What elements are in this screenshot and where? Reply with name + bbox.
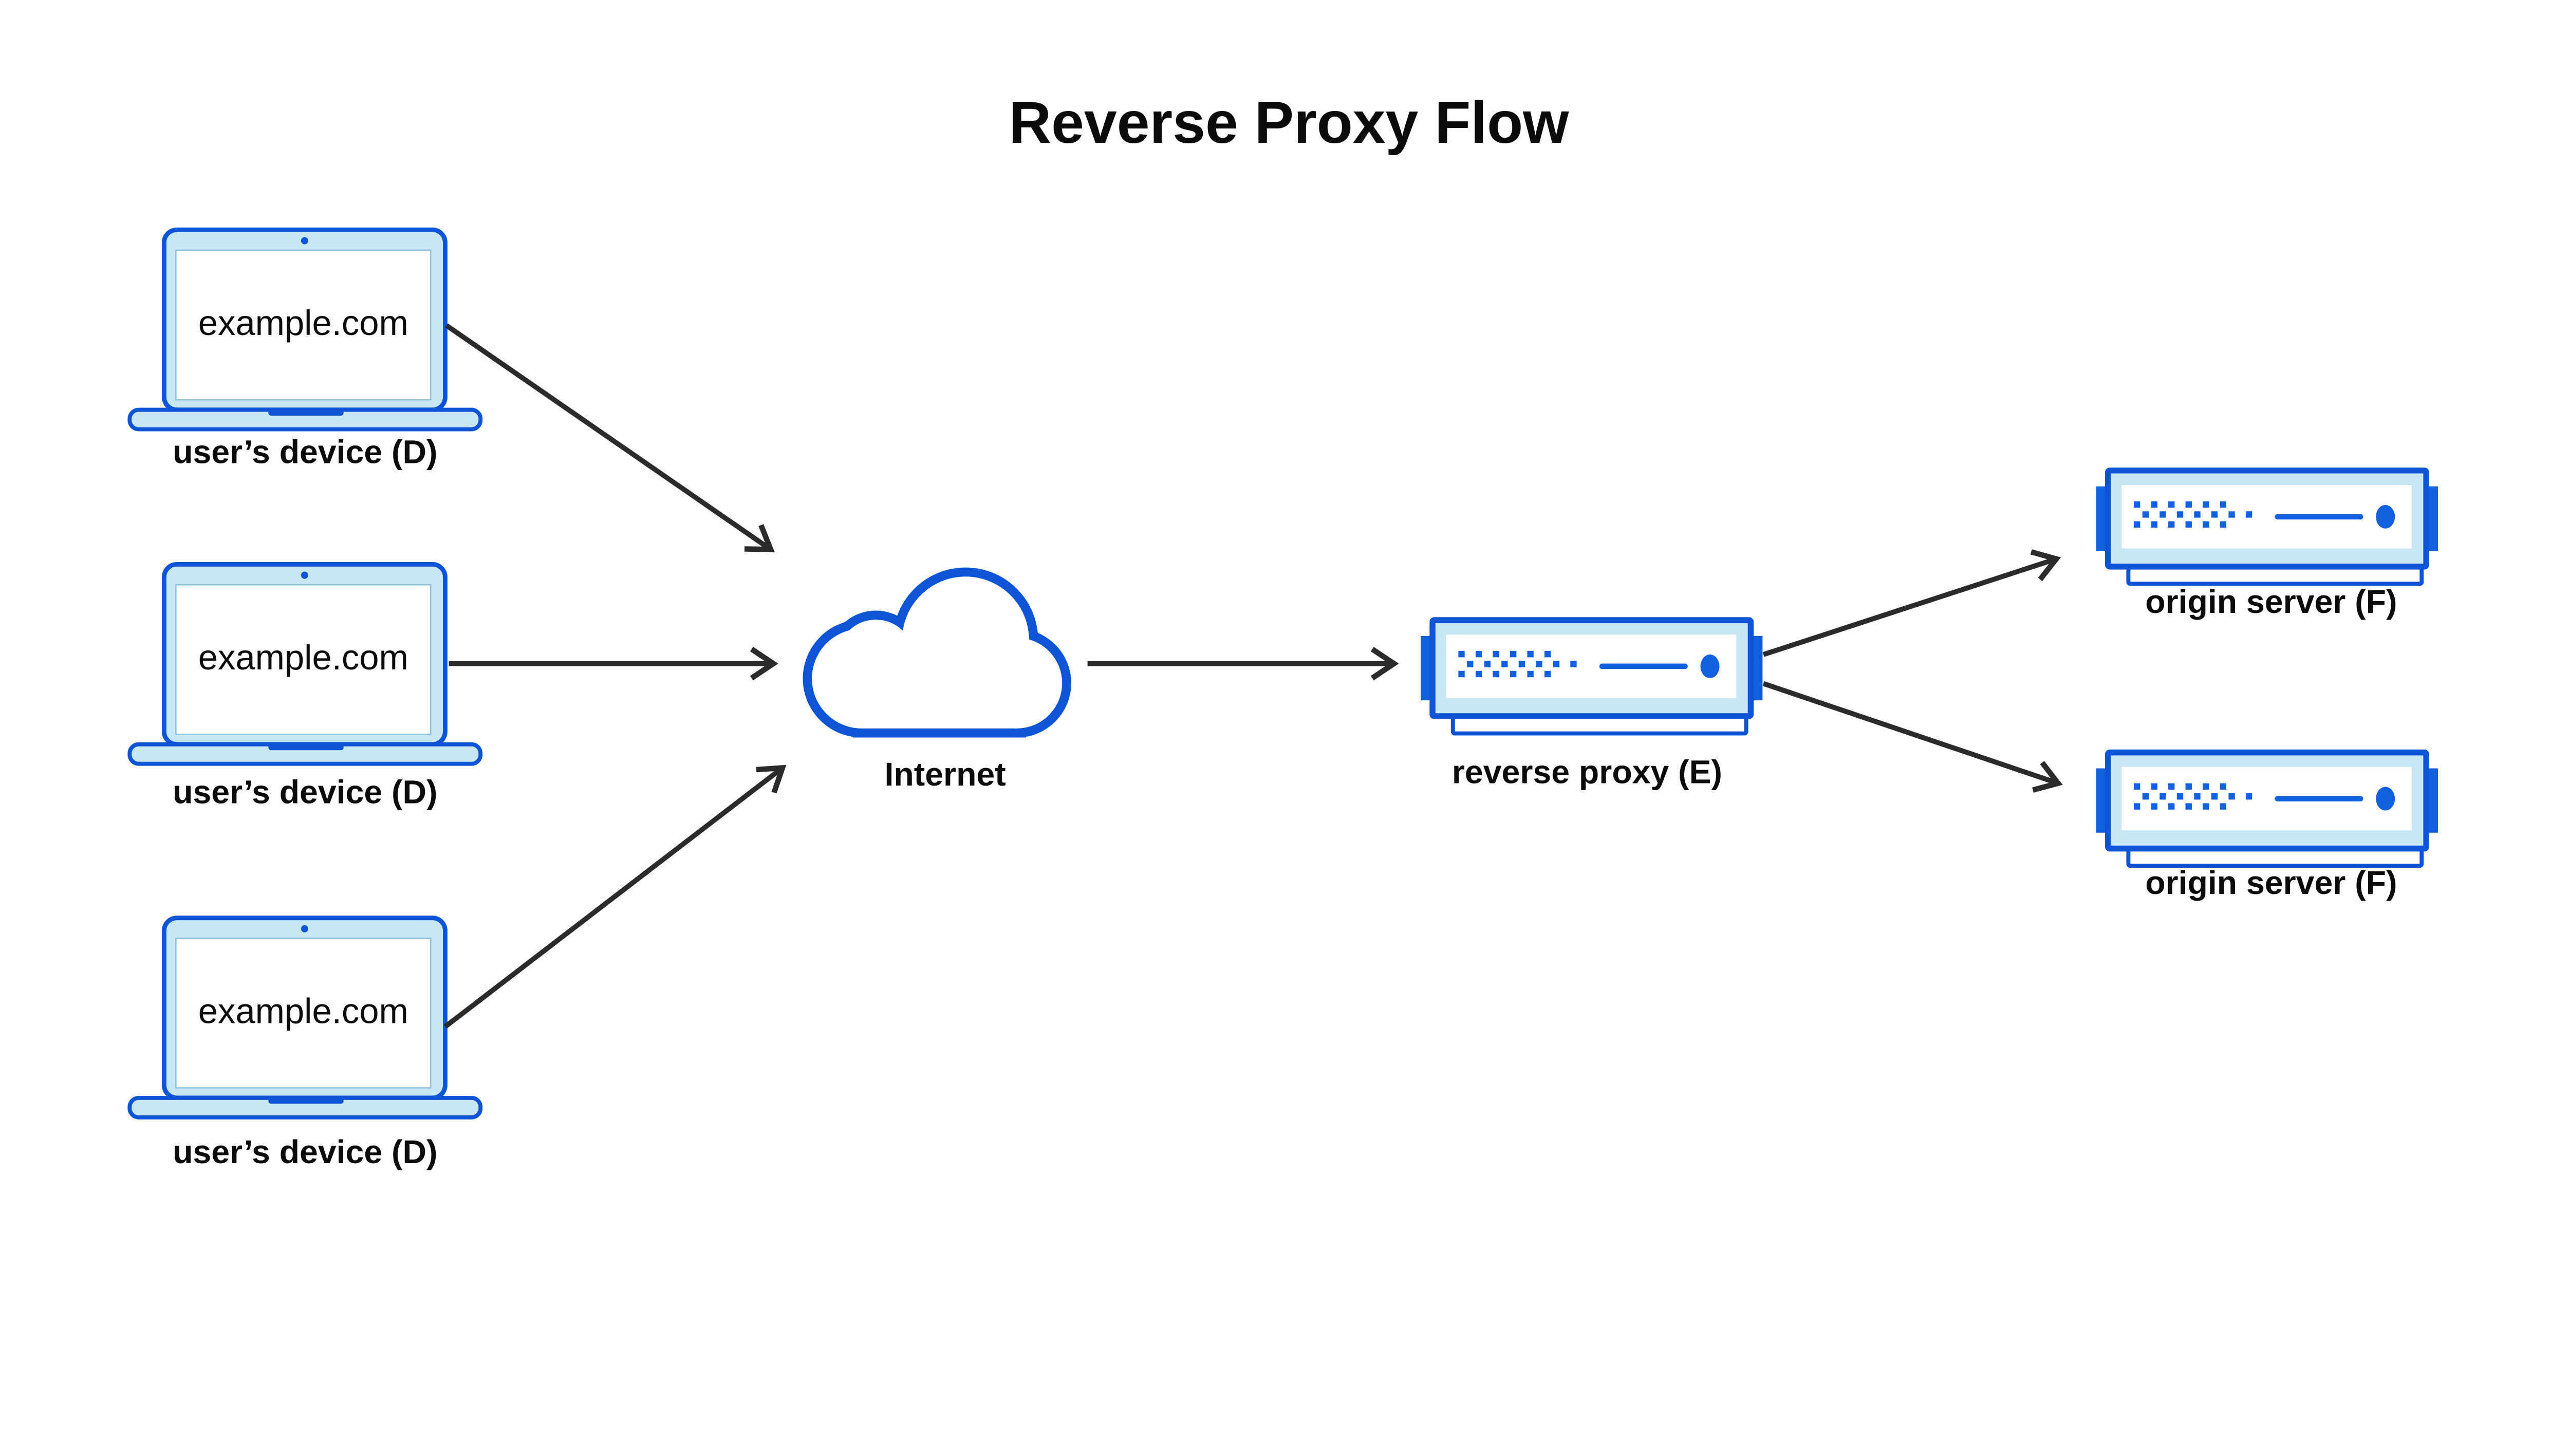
device-label: user’s device (D) bbox=[173, 434, 437, 471]
reverse-proxy-node: reverse proxy (E) bbox=[1421, 620, 1762, 791]
page-title: Reverse Proxy Flow bbox=[1009, 90, 1569, 156]
origin-server-label: origin server (F) bbox=[2145, 864, 2397, 901]
arrow-device3-to-internet bbox=[443, 764, 787, 1029]
device-screen-text: example.com bbox=[198, 991, 408, 1031]
internet-label: Internet bbox=[885, 756, 1006, 793]
diagram-canvas: Reverse Proxy Flow example.com user’s de… bbox=[127, 89, 2441, 1170]
origin-server-label: origin server (F) bbox=[2145, 583, 2397, 620]
reverse-proxy-label: reverse proxy (E) bbox=[1452, 754, 1722, 791]
user-device-node-3: example.com user’s device (D) bbox=[129, 918, 480, 1170]
cloud-icon bbox=[803, 567, 1071, 738]
server-icon bbox=[2096, 753, 2438, 866]
device-screen-text: example.com bbox=[198, 303, 408, 343]
reverse-proxy-flow-diagram: Reverse Proxy Flow example.com user’s de… bbox=[127, 89, 2441, 1170]
user-device-node-2: example.com user’s device (D) bbox=[129, 564, 480, 810]
device-label: user’s device (D) bbox=[173, 773, 437, 810]
flow-arrows bbox=[443, 323, 2063, 1029]
internet-node: Internet bbox=[803, 567, 1071, 793]
arrow-device1-to-internet bbox=[445, 323, 775, 552]
arrow-proxy-to-origin1 bbox=[1762, 549, 2061, 657]
server-icon bbox=[1421, 620, 1762, 734]
server-icon bbox=[2096, 471, 2438, 584]
origin-server-node-2: origin server (F) bbox=[2096, 753, 2438, 901]
origin-server-node-1: origin server (F) bbox=[2096, 471, 2438, 620]
arrow-proxy-to-origin2 bbox=[1762, 681, 2063, 793]
device-screen-text: example.com bbox=[198, 638, 408, 677]
device-label: user’s device (D) bbox=[173, 1133, 437, 1170]
user-device-node-1: example.com user’s device (D) bbox=[129, 230, 480, 471]
